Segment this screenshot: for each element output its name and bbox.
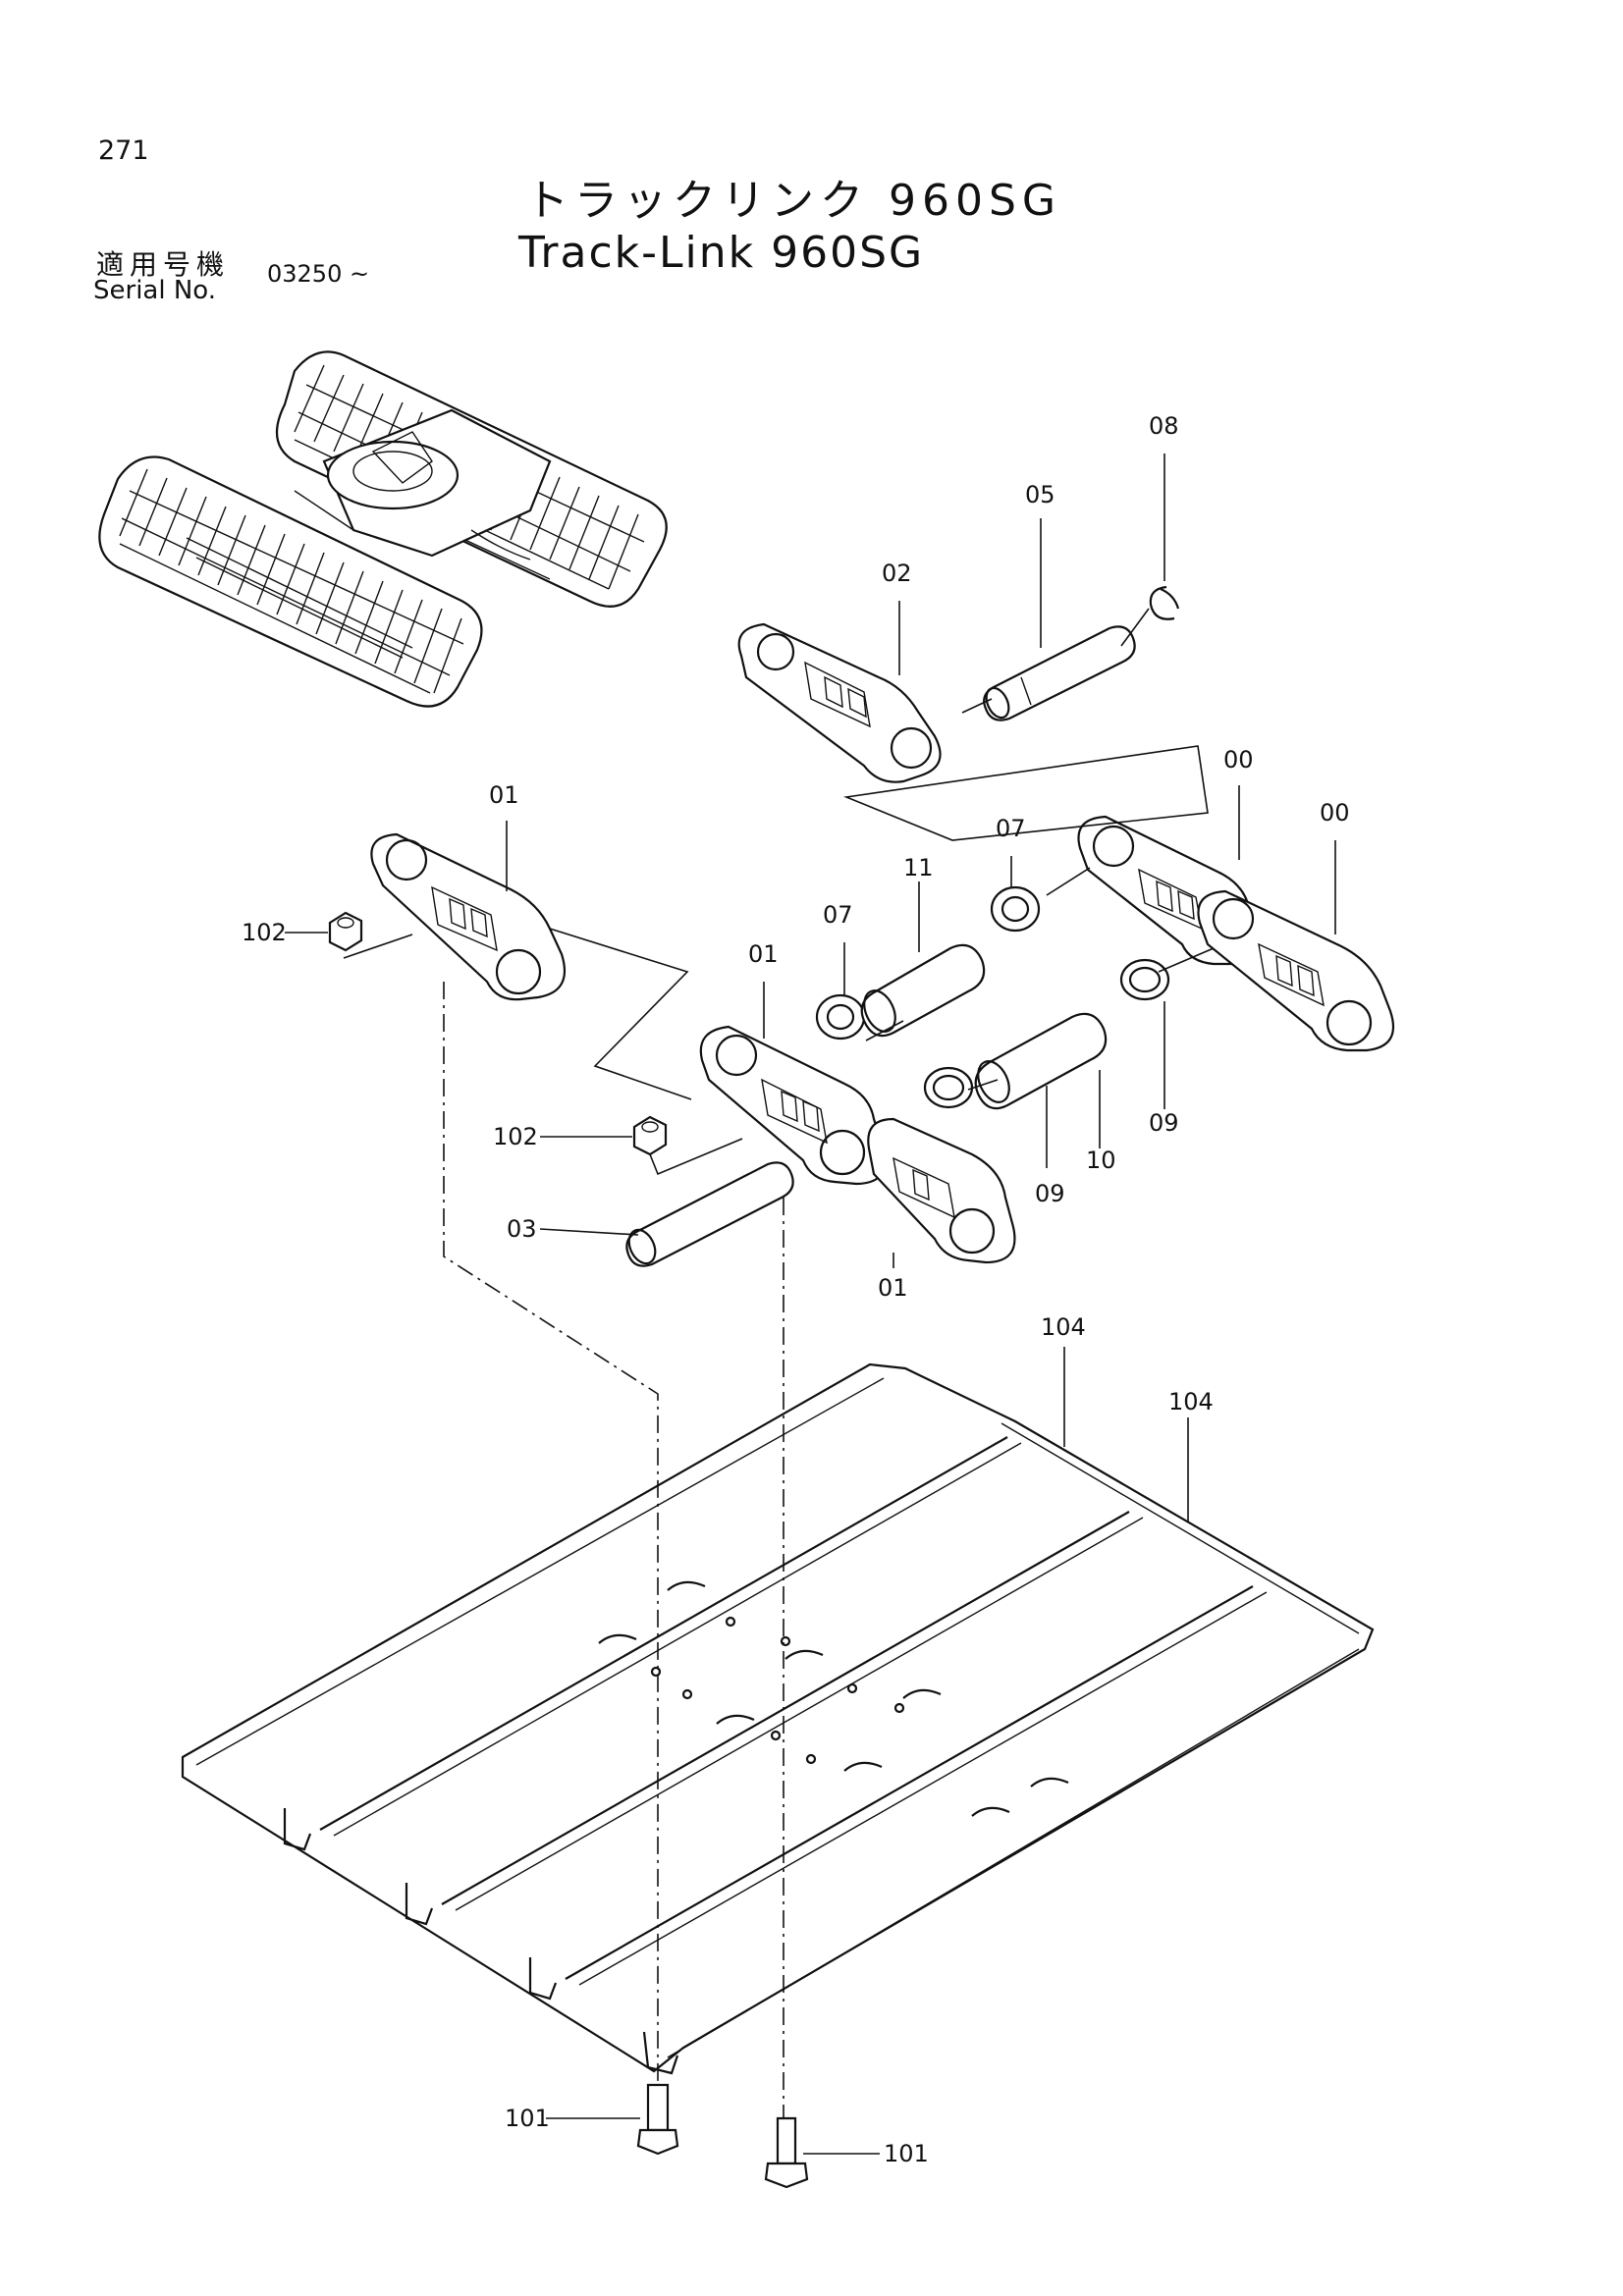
nut-102-lower <box>632 1115 668 1156</box>
callout-01-lower: 01 <box>878 1274 908 1302</box>
track-link-01-lower <box>867 1117 1016 1264</box>
nut-102-upper <box>328 911 363 952</box>
callout-104-right: 104 <box>1168 1388 1214 1415</box>
callout-10: 10 <box>1086 1147 1116 1174</box>
callout-102-lower: 102 <box>493 1123 538 1150</box>
callout-07-right: 07 <box>996 815 1026 842</box>
page-number: 271 <box>98 135 149 166</box>
seal-09-lower <box>923 1066 974 1109</box>
callout-101-left: 101 <box>505 2105 550 2132</box>
page-title-english: Track-Link 960SG <box>518 228 925 278</box>
callout-08: 08 <box>1149 412 1179 440</box>
callout-00-upper: 00 <box>1223 746 1254 774</box>
callout-02: 02 <box>882 560 912 587</box>
callout-leaders <box>285 454 1336 2155</box>
track-link-01-left <box>370 832 567 1001</box>
callout-09-lower: 09 <box>1035 1180 1065 1207</box>
callout-01-center: 01 <box>748 940 779 968</box>
track-pin-03 <box>625 1161 794 1267</box>
track-pin-05 <box>983 625 1136 721</box>
assembly-lines <box>343 608 1215 2118</box>
callout-104-left: 104 <box>1041 1313 1086 1341</box>
bushing-10 <box>974 1012 1108 1110</box>
track-link-01-center <box>699 1025 887 1186</box>
seal-07-left <box>815 993 866 1041</box>
shoe-bolt-101-left <box>636 2083 679 2156</box>
serial-label-japanese: 適用号機 <box>96 248 231 281</box>
seal-07-right <box>990 885 1041 933</box>
bushing-11 <box>860 943 986 1038</box>
track-link-02 <box>737 622 942 783</box>
track-link-00-lower <box>1197 889 1395 1052</box>
callout-102-upper: 102 <box>242 919 287 946</box>
serial-label-english: Serial No. <box>93 276 216 305</box>
serial-number-value: 03250 ~ <box>267 260 370 288</box>
snap-ring-08 <box>1149 585 1180 620</box>
callout-101-right: 101 <box>884 2140 929 2167</box>
callout-00-lower: 00 <box>1320 799 1350 827</box>
track-shoes-104 <box>181 1362 1375 2075</box>
callout-03: 03 <box>507 1215 537 1243</box>
callout-11: 11 <box>903 854 934 881</box>
callout-09-right: 09 <box>1149 1109 1179 1137</box>
seal-09-right <box>1119 958 1170 1001</box>
callout-labels: 08 05 02 00 00 01 01 01 07 07 11 09 09 1… <box>242 412 1350 2167</box>
undercarriage-overview-illustration <box>98 350 668 708</box>
page-title-japanese: トラックリンク 960SG <box>525 176 1061 226</box>
callout-07-left: 07 <box>823 901 853 929</box>
shoe-bolt-101-right <box>764 2116 809 2189</box>
callout-05: 05 <box>1025 481 1055 508</box>
callout-01-left: 01 <box>489 781 519 809</box>
